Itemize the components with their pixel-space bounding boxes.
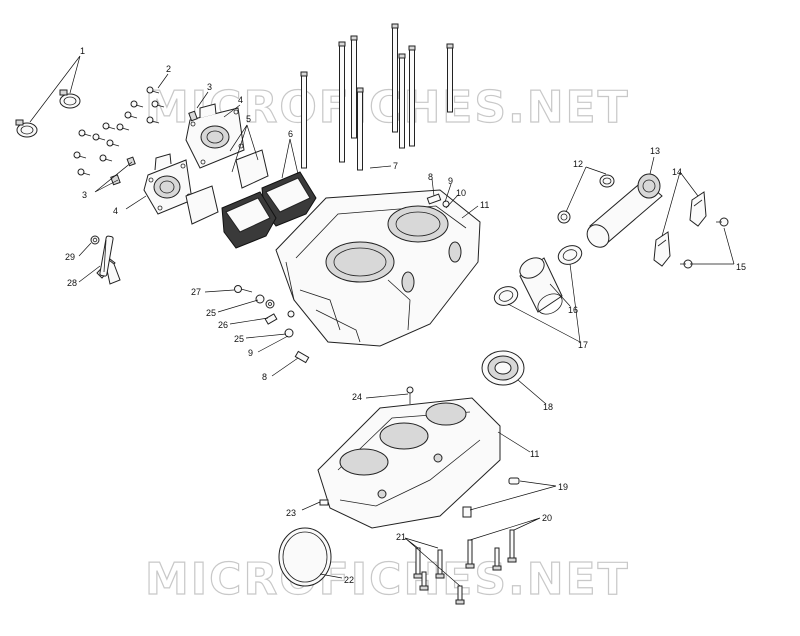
callout-4-top: 4 — [238, 95, 243, 105]
part-gauge-28 — [96, 235, 121, 285]
callout-29: 29 — [65, 252, 75, 262]
callout-18: 18 — [543, 402, 553, 412]
callout-20: 20 — [542, 513, 552, 523]
part-reed-gaskets — [185, 149, 269, 225]
callout-10: 10 — [456, 188, 466, 198]
callout-25-bottom: 25 — [234, 334, 244, 344]
part-plug-19 — [462, 477, 520, 518]
callout-28: 28 — [67, 278, 77, 288]
callout-23: 23 — [286, 508, 296, 518]
part-brackets-14 — [653, 191, 707, 267]
part-dowel-pins-upper — [426, 193, 450, 208]
callout-22: 22 — [344, 575, 354, 585]
part-water-pipe-13 — [586, 173, 663, 248]
callout-25-top: 25 — [206, 308, 216, 318]
callout-15: 15 — [736, 262, 746, 272]
callout-17: 17 — [578, 340, 588, 350]
callout-16: 16 — [568, 305, 578, 315]
part-clamps-17 — [493, 245, 583, 306]
callout-4-left: 4 — [113, 206, 118, 216]
part-bolts-15 — [680, 217, 729, 269]
part-case-bolts — [413, 529, 517, 605]
part-hose-clamps — [15, 89, 81, 138]
part-oring-29 — [90, 235, 100, 245]
callout-7: 7 — [393, 161, 398, 171]
callout-6: 6 — [288, 129, 293, 139]
part-reed-bolts — [73, 86, 165, 176]
leader-lines — [29, 55, 735, 587]
part-reed-valve-blocks — [221, 171, 317, 249]
callout-5: 5 — [246, 114, 251, 124]
part-lower-crankcase — [317, 397, 501, 529]
callout-14: 14 — [672, 167, 682, 177]
part-coupler-16 — [519, 257, 563, 315]
part-crank-seal-18 — [481, 350, 525, 386]
part-stud-24 — [406, 386, 414, 404]
callout-9-bottom: 9 — [248, 348, 253, 358]
callout-11-lower: 11 — [530, 449, 539, 459]
callout-3-left: 3 — [82, 190, 87, 200]
callout-21: 21 — [396, 532, 406, 542]
callout-12: 12 — [573, 159, 583, 169]
callout-8-bottom: 8 — [262, 372, 267, 382]
callout-27: 27 — [191, 287, 201, 297]
callout-1: 1 — [80, 46, 85, 56]
part-washers-25-26 — [255, 294, 295, 338]
part-pin-8-lower — [294, 350, 310, 364]
part-pin-23 — [319, 499, 329, 506]
callout-8-top: 8 — [428, 172, 433, 182]
part-oring-12 — [557, 174, 615, 224]
callout-13: 13 — [650, 146, 660, 156]
callout-labels: 1 2 3 3 4 4 5 6 7 8 8 9 9 10 11 11 12 13… — [65, 46, 746, 585]
callout-3-top: 3 — [207, 82, 212, 92]
callout-2: 2 — [166, 64, 171, 74]
part-cylinder-studs — [300, 23, 454, 171]
part-upper-crankcase — [275, 189, 481, 347]
part-reed-adapter-upper — [185, 103, 245, 169]
callout-11-upper: 11 — [480, 200, 489, 210]
part-reed-adapter-lower — [143, 153, 193, 215]
part-oring-22 — [278, 527, 332, 587]
part-bolt-27 — [234, 285, 253, 293]
callout-24: 24 — [352, 392, 362, 402]
callout-19: 19 — [558, 482, 568, 492]
callout-26: 26 — [218, 320, 228, 330]
watermark-bottom: MICROFICHES.NET — [145, 554, 630, 605]
callout-9-top: 9 — [448, 176, 453, 186]
